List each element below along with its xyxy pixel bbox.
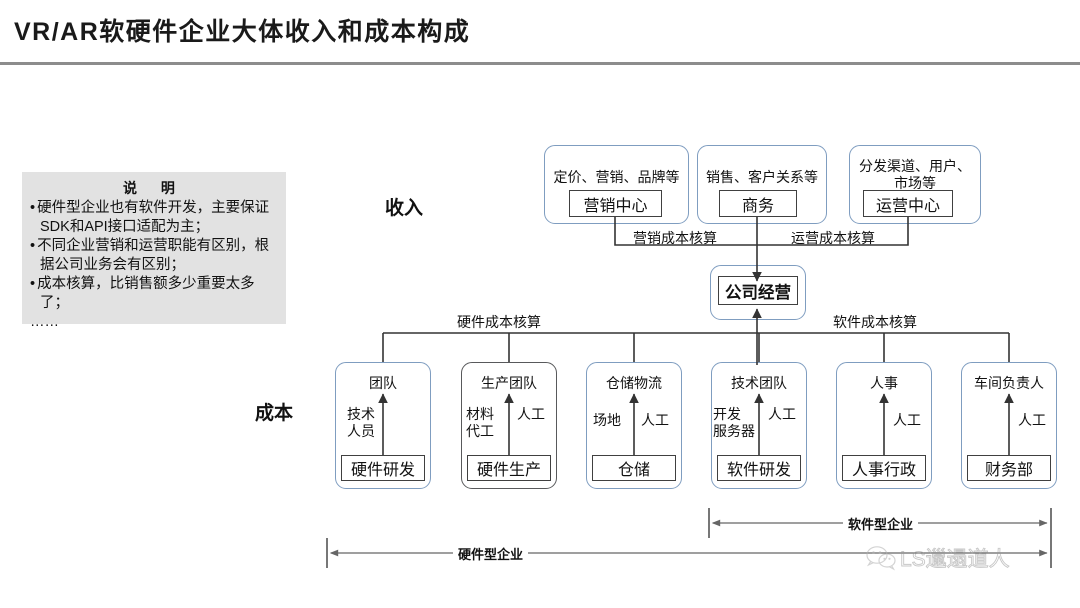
title-divider	[0, 62, 1080, 65]
revenue-desc-business: 销售、客户关系等	[706, 169, 818, 185]
connector-label-marketing-cost: 营销成本核算	[633, 230, 717, 246]
note-ellipsis: ……	[30, 314, 59, 330]
cost-name-software-rd[interactable]: 软件研发	[717, 455, 801, 481]
note-item: 不同企业营销和运营职能有区别，根据公司业务会有区别；	[30, 237, 278, 275]
revenue-name-marketing[interactable]: 营销中心	[569, 190, 662, 217]
page-title: VR/AR软硬件企业大体收入和成本构成	[14, 18, 471, 46]
bracket-label-software: 软件型企业	[843, 514, 919, 533]
cost-name-hr[interactable]: 人事行政	[842, 455, 926, 481]
cost-name-hardware-rd[interactable]: 硬件研发	[341, 455, 425, 481]
cost-top-finance: 车间负责人	[974, 375, 1044, 391]
connector-label-hardware-cost: 硬件成本核算	[457, 314, 541, 330]
company-operation-box[interactable]: 公司经营	[718, 276, 798, 305]
cost-top-warehouse: 仓储物流	[606, 375, 662, 391]
revenue-name-operations[interactable]: 运营中心	[863, 190, 953, 217]
cost-right-hardware-production: 人工	[517, 406, 545, 422]
notes-heading: 说 明	[123, 180, 185, 196]
watermark: LS邋遢道人	[866, 541, 1066, 575]
note-item: 硬件型企业也有软件开发，主要保证SDK和API接口适配为主；	[30, 199, 278, 237]
cost-right-warehouse: 人工	[641, 412, 669, 428]
cost-top-hardware-rd: 团队	[369, 375, 397, 391]
connector-label-operation-cost: 运营成本核算	[791, 230, 875, 246]
cost-right-finance: 人工	[1018, 412, 1046, 428]
cost-name-hardware-production[interactable]: 硬件生产	[467, 455, 551, 481]
revenue-name-business[interactable]: 商务	[719, 190, 797, 217]
cost-left-software-rd: 开发 服务器	[713, 406, 755, 439]
section-label-cost: 成本	[255, 403, 294, 424]
note-item: 成本核算，比销售额多少重要太多了；	[30, 275, 278, 313]
notes-box: 说 明 硬件型企业也有软件开发，主要保证SDK和API接口适配为主； 不同企业营…	[22, 172, 286, 330]
watermark-text: LS邋遢道人	[900, 548, 1011, 572]
cost-name-finance[interactable]: 财务部	[967, 455, 1051, 481]
cost-right-hr: 人工	[893, 412, 921, 428]
cost-right-software-rd: 人工	[768, 406, 796, 422]
cost-left-hardware-rd: 技术 人员	[347, 406, 375, 439]
wechat-icon	[866, 546, 896, 571]
cost-left-warehouse: 场地	[593, 412, 621, 428]
cost-name-warehouse[interactable]: 仓储	[592, 455, 676, 481]
cost-left-hardware-production: 材料 代工	[466, 406, 494, 439]
section-label-revenue: 收入	[385, 198, 424, 219]
revenue-desc-marketing: 定价、营销、品牌等	[553, 169, 680, 185]
cost-top-hardware-production: 生产团队	[481, 375, 537, 391]
cost-top-software-rd: 技术团队	[731, 375, 787, 391]
cost-top-hr: 人事	[870, 375, 898, 391]
bracket-label-hardware: 硬件型企业	[453, 544, 529, 563]
connector-label-software-cost: 软件成本核算	[833, 314, 917, 330]
revenue-desc-operations: 分发渠道、用户、 市场等	[859, 158, 971, 191]
